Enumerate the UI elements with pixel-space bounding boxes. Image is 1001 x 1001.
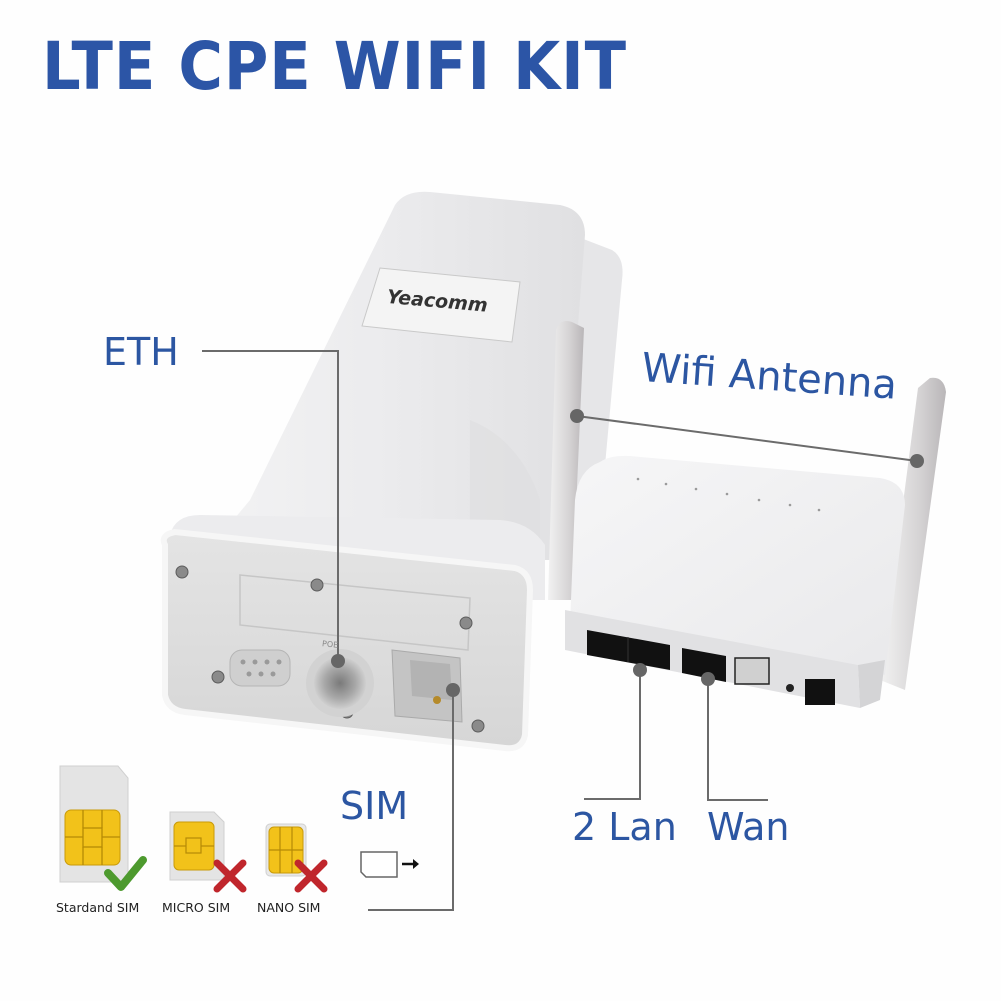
wan-label: Wan — [707, 805, 790, 849]
cross-icon — [213, 859, 247, 893]
standard-sim-card — [59, 765, 129, 883]
lan-label: 2 Lan — [572, 805, 677, 849]
sim-insert-icon — [360, 851, 419, 878]
check-icon — [104, 856, 147, 891]
page-title: LTE CPE WIFI KIT — [42, 28, 627, 105]
outdoor-cpe-unit — [160, 191, 623, 752]
sim-caption-nano: NANO SIM — [257, 900, 321, 915]
cross-icon — [294, 859, 328, 893]
poe-port-marking: POE — [321, 639, 339, 650]
sim-label: SIM — [340, 784, 409, 828]
indoor-router-unit — [548, 321, 946, 708]
micro-sim-card — [169, 811, 225, 881]
callout-lines — [202, 350, 918, 911]
sim-caption-standard: Stardand SIM — [56, 900, 140, 915]
eth-label: ETH — [103, 330, 179, 374]
sim-caption-micro: MICRO SIM — [162, 900, 231, 915]
